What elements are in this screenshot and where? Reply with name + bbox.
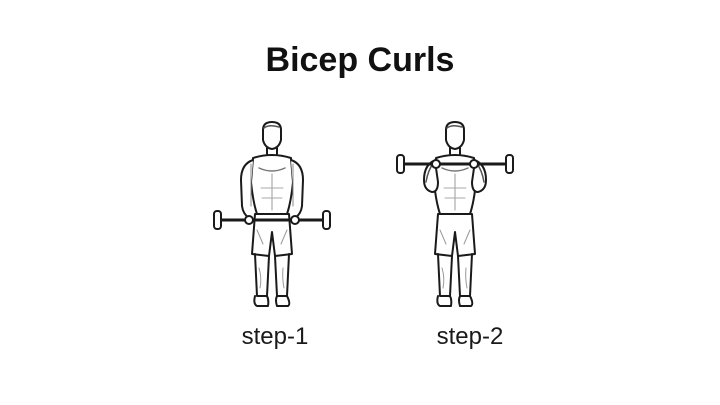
step-1-illustration bbox=[197, 118, 347, 318]
step-2-label: step-2 bbox=[436, 323, 504, 350]
man-arms-curled-barbell-drawing bbox=[396, 121, 514, 307]
step-1-label: step-1 bbox=[241, 323, 309, 350]
page-title: Bicep Curls bbox=[265, 41, 455, 79]
step-2-illustration bbox=[380, 118, 530, 318]
man-arms-extended-barbell-drawing bbox=[213, 121, 331, 307]
